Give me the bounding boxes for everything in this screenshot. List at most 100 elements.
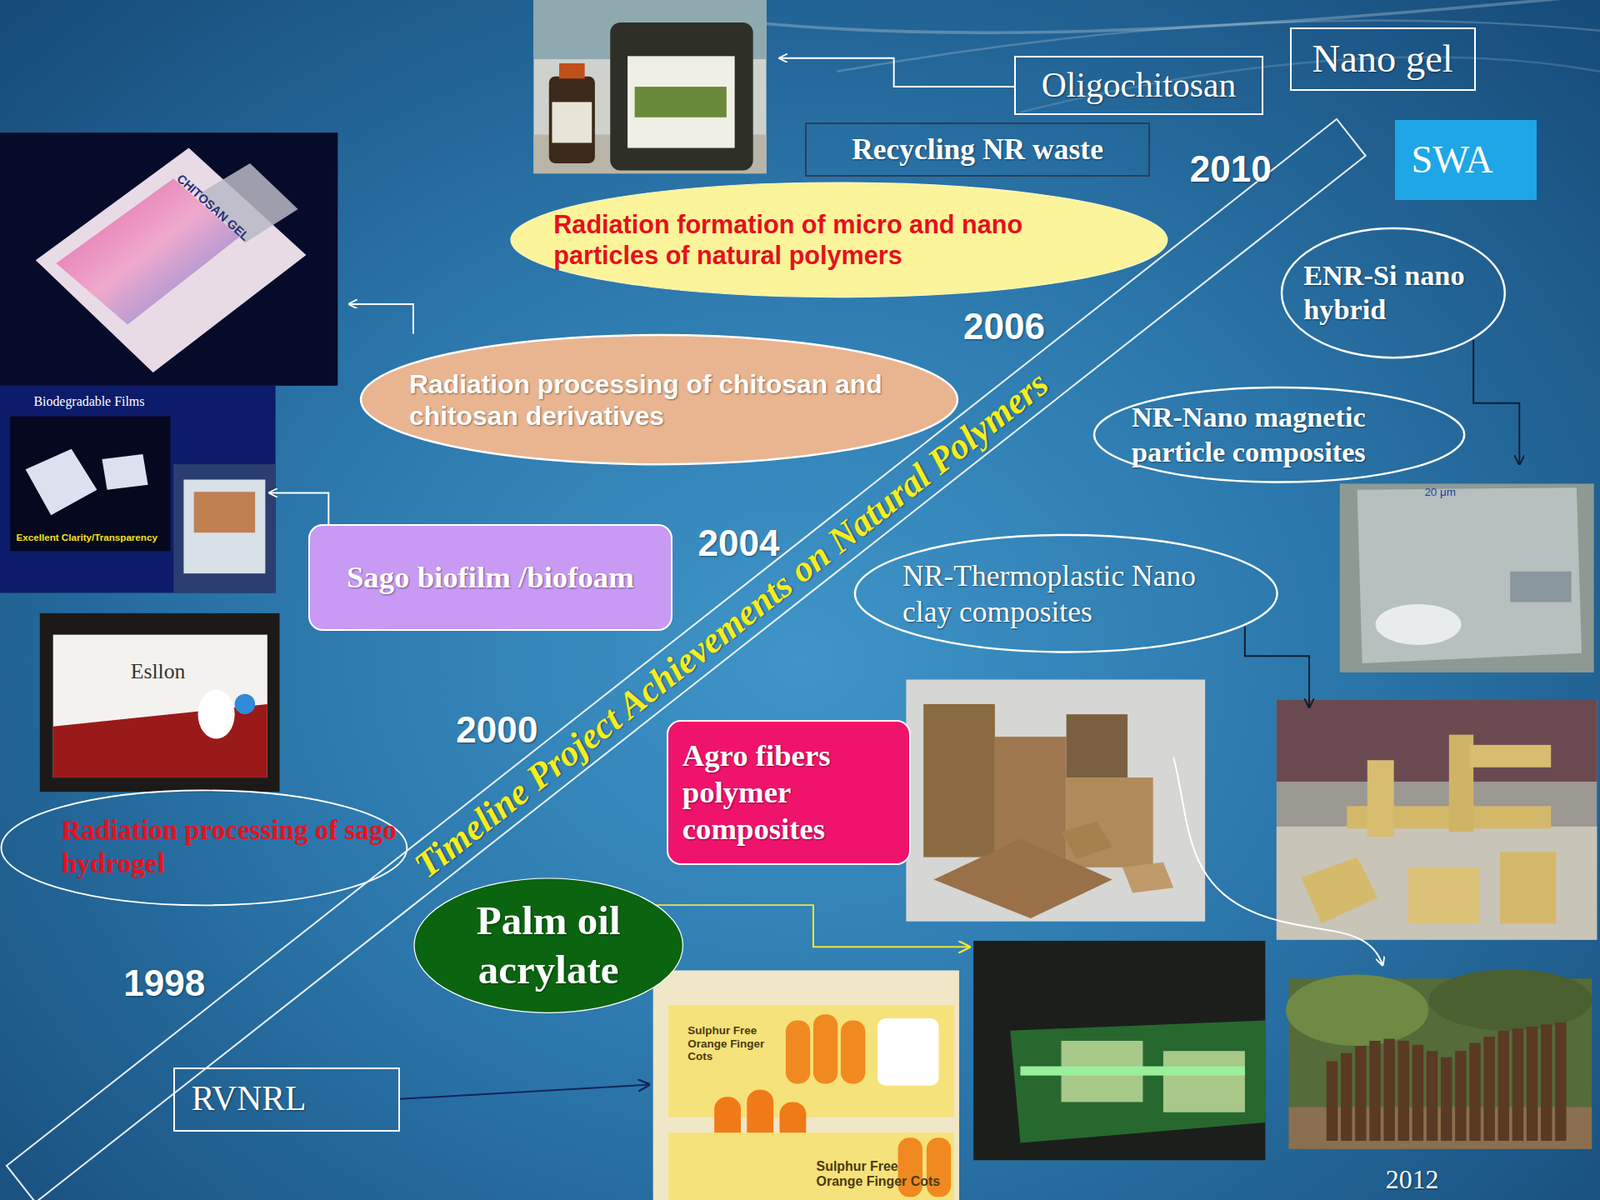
ellipse-outline — [359, 333, 960, 466]
biodegradable-films-photo — [0, 385, 276, 594]
biodegradable-films-photo — [10, 416, 170, 552]
photo-caption: Excellent Clarity/Transparency — [16, 531, 158, 543]
nano-hybrid-photo — [1510, 571, 1571, 603]
biodegradable-films-photo — [25, 449, 98, 516]
retaining-wall-photo — [1383, 1039, 1395, 1141]
retaining-wall-photo — [1355, 1045, 1366, 1141]
node-text: SWA — [1410, 136, 1493, 184]
leader-arrow — [780, 58, 1015, 87]
ellipse-shape — [1281, 228, 1505, 358]
label-box: SWA — [1395, 120, 1537, 200]
esllon-mask-photo — [53, 704, 268, 778]
bottles-photo — [627, 55, 735, 148]
ellipse-outline — [510, 181, 1169, 299]
ellipse-outline — [1280, 226, 1507, 360]
leader-arrow — [349, 304, 414, 335]
ellipse-shape — [1094, 387, 1465, 483]
node-text-group: Palm oil acrylate — [451, 896, 646, 995]
label-box: Oligochitosan — [1014, 55, 1264, 115]
finger-cots-photo — [877, 1018, 939, 1086]
retaining-wall-photo — [1426, 1050, 1438, 1141]
retaining-wall-photo — [1428, 969, 1592, 1030]
leader-arrow — [1173, 757, 1383, 966]
biodegradable-films-photo — [173, 464, 275, 593]
node-text: Sago biofilm /biofoam — [346, 559, 635, 596]
scale-label: 20 μm — [1424, 485, 1456, 499]
year-label: 1998 — [123, 962, 205, 1005]
ellipse-outline — [1092, 385, 1466, 485]
product-ellipse: NR-Nano magnetic particle composites — [1092, 385, 1466, 485]
bottles-photo — [635, 86, 727, 118]
product-ellipse: NR-Thermoplastic Nano clay composites — [853, 533, 1280, 654]
year-label: 2012 — [1385, 1165, 1440, 1196]
ellipse-shape — [360, 335, 958, 465]
retaining-wall-photo — [1526, 1026, 1538, 1141]
bottles-photo — [610, 22, 753, 171]
wave-decoration — [836, 20, 1600, 71]
theme-ellipse: Radiation formation of micro and nano pa… — [510, 181, 1169, 299]
node-text-group: Radiation processing of chitosan and chi… — [409, 368, 910, 432]
year-label: 2010 — [1190, 148, 1272, 191]
node-text: NR-Nano magnetic particle composites — [1131, 400, 1428, 469]
leader-arrow — [269, 58, 1520, 1100]
thermoplastic-parts-photo — [1276, 700, 1597, 940]
node-text: Palm oil acrylate — [451, 896, 646, 995]
leader-arrow — [1473, 340, 1520, 465]
retaining-wall-photo — [1540, 1024, 1552, 1141]
node-text: Radiation processing of sago hydrogel — [60, 814, 398, 880]
node-text: NR-Thermoplastic Nano clay composites — [902, 558, 1230, 630]
photo-caption: Biodegradable Films — [33, 394, 145, 410]
label-box: Recycling NR waste — [805, 122, 1150, 177]
ellipse-shape — [1, 790, 408, 905]
year-label: 2004 — [698, 522, 780, 565]
retaining-wall-photo — [1483, 1036, 1495, 1141]
bottles-photo — [549, 76, 595, 164]
retaining-wall-photo — [1340, 1053, 1352, 1141]
bottles-photo — [533, 0, 766, 174]
leader-arrow — [655, 905, 970, 947]
uv-curing-photo — [1020, 1066, 1245, 1076]
chitosan-gel-photo — [0, 132, 338, 386]
retaining-wall-photo — [1469, 1042, 1480, 1141]
retaining-wall-photo — [1326, 1022, 1567, 1141]
node-text-group: Nano gel — [1312, 35, 1454, 83]
retaining-wall-photo — [1326, 1060, 1338, 1141]
theme-ellipse: Radiation processing of chitosan and chi… — [359, 333, 960, 466]
node-text: Radiation processing of chitosan and chi… — [409, 368, 910, 432]
node-text-group: Radiation formation of micro and nano pa… — [553, 209, 1125, 270]
biodegradable-films-photo — [183, 480, 265, 575]
node-text: Nano gel — [1312, 35, 1454, 83]
node-text: Agro fibers polymer composites — [682, 737, 877, 848]
leader-arrow — [269, 492, 329, 525]
retaining-wall-photo — [1412, 1045, 1424, 1141]
wave-decoration — [1020, 56, 1600, 112]
agro-fiber-photo — [1066, 714, 1128, 778]
node-text-group: SWA — [1410, 136, 1493, 184]
biodegradable-films-photo — [101, 454, 148, 490]
node-text: Recycling NR waste — [851, 131, 1104, 168]
label-box: Nano gel — [1290, 27, 1476, 91]
node-text-group: NR-Nano magnetic particle composites — [1131, 400, 1428, 469]
node-text: Oligochitosan — [1041, 65, 1237, 107]
finger-cots-photo — [668, 1132, 955, 1200]
year-label: 2000 — [455, 709, 538, 752]
product-text: Sulphur Free Orange Finger Cots — [687, 1024, 778, 1063]
retaining-wall-photo — [1285, 969, 1592, 1150]
nano-hybrid-photo — [1340, 483, 1595, 673]
retaining-wall-photo — [1398, 1040, 1410, 1141]
finger-cots-photo — [668, 1005, 955, 1118]
theme-ellipse: Palm oil acrylate — [413, 877, 684, 1014]
finger-cots-photo — [813, 1014, 838, 1084]
biodegradable-films-photo — [194, 491, 255, 533]
node-text-group: NR-Thermoplastic Nano clay composites — [902, 558, 1230, 630]
ellipse-shape — [414, 878, 683, 1013]
thermoplastic-parts-photo — [1276, 700, 1597, 940]
ellipse-shape — [510, 182, 1168, 298]
biodegradable-films-photo — [0, 385, 276, 594]
thermoplastic-parts-photo — [1367, 760, 1395, 837]
bottles-photo — [551, 101, 592, 143]
product-text: Esllon — [130, 659, 186, 685]
theme-box: Agro fibers polymer composites — [666, 720, 912, 865]
thermoplastic-parts-photo — [1469, 745, 1551, 768]
